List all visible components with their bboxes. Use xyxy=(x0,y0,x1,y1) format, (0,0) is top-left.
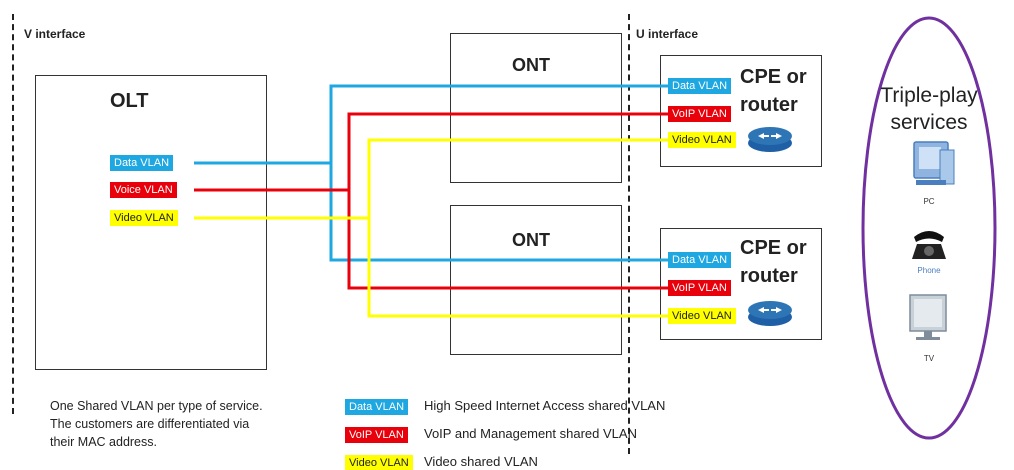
cpe-bottom-video-vlan-tag: Video VLAN xyxy=(668,308,736,324)
router-icon-bottom xyxy=(748,301,792,326)
data-wire-top xyxy=(329,84,668,163)
ont-bottom-title: ONT xyxy=(512,230,550,250)
note-line1: One Shared VLAN per type of service. xyxy=(50,399,263,413)
pc-label: PC xyxy=(923,197,935,206)
cpe-bottom-title-line2: router xyxy=(740,265,798,287)
u-interface-label: U interface xyxy=(636,27,699,41)
note-line3: their MAC address. xyxy=(50,435,157,449)
cpe-top-data-vlan-tag: Data VLAN xyxy=(668,78,732,94)
pc-icon xyxy=(913,141,955,185)
data-wire-bottom xyxy=(329,163,668,262)
tv-label: TV xyxy=(923,354,935,363)
note-text: One Shared VLAN per type of service. The… xyxy=(50,397,263,451)
cpe-top-voip-vlan-tag: VoIP VLAN xyxy=(668,106,731,122)
legend-voip-text: VoIP and Management shared VLAN xyxy=(424,426,637,441)
triple-play-title: Triple-play services xyxy=(868,82,990,136)
cpe-bottom-voip-vlan-tag: VoIP VLAN xyxy=(668,280,731,296)
ont-bottom-box xyxy=(450,205,622,355)
legend-video-text: Video shared VLAN xyxy=(424,454,538,469)
olt-title: OLT xyxy=(110,90,149,112)
triple-play-ellipse xyxy=(861,16,997,440)
cpe-top-video-vlan-tag: Video VLAN xyxy=(668,132,736,148)
v-interface-label: V interface xyxy=(24,27,86,41)
voip-wire-bottom xyxy=(347,190,668,290)
olt-data-vlan-tag: Data VLAN xyxy=(110,155,174,171)
video-wire-bottom xyxy=(367,218,668,318)
router-icon-top xyxy=(748,127,792,152)
cpe-top-title-line1: CPE or xyxy=(740,66,807,88)
note-line2: The customers are differentiated via xyxy=(50,417,250,431)
v-interface-line xyxy=(12,14,14,414)
olt-voice-vlan-tag: Voice VLAN xyxy=(110,182,177,198)
ont-top-box xyxy=(450,33,622,183)
legend-video-tag: Video VLAN xyxy=(345,455,413,470)
triple-play-title-line1: Triple-play xyxy=(880,84,978,107)
phone-label: Phone xyxy=(917,266,941,275)
u-interface-line xyxy=(628,14,630,454)
legend-voip-tag: VoIP VLAN xyxy=(345,427,408,443)
phone-icon xyxy=(912,231,946,259)
triple-play-title-line2: services xyxy=(890,111,968,134)
cpe-bottom-title-line1: CPE or xyxy=(740,237,807,259)
cpe-top-title-line2: router xyxy=(740,94,798,116)
cpe-bottom-data-vlan-tag: Data VLAN xyxy=(668,252,732,268)
video-wire-top xyxy=(367,138,668,218)
olt-video-vlan-tag: Video VLAN xyxy=(110,210,178,226)
legend-data-text: High Speed Internet Access shared VLAN xyxy=(424,398,666,413)
tv-icon xyxy=(909,294,947,340)
legend-data-tag: Data VLAN xyxy=(345,399,409,415)
ont-top-title: ONT xyxy=(512,55,550,75)
voip-wire-top xyxy=(347,112,668,190)
